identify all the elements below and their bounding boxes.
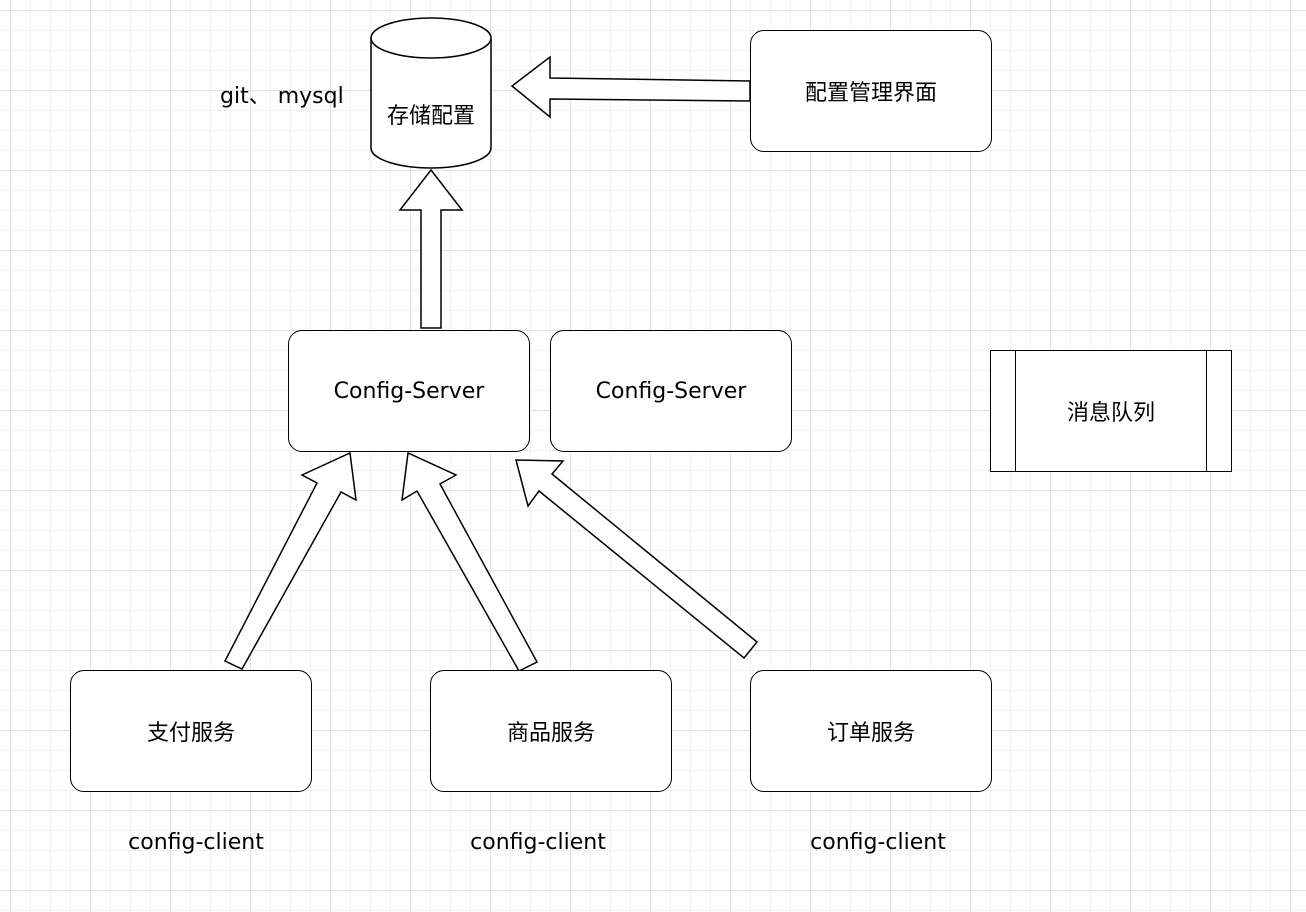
config-server-label: Config-Server (595, 378, 747, 404)
arrow-order-to-server (515, 459, 759, 660)
storage-label: 存储配置 (386, 104, 475, 129)
arrow-pay-to-server (223, 451, 357, 670)
order-service-node: 订单服务 (750, 670, 992, 792)
admin-ui-label: 配置管理界面 (804, 81, 937, 106)
service-role-caption: config-client (128, 830, 264, 855)
message-queue-node: 消息队列 (990, 350, 1232, 472)
service-label: 订单服务 (826, 721, 915, 746)
arrow-admin-to-storage (510, 55, 751, 119)
config-server-label: Config-Server (333, 378, 485, 404)
queue-left-divider (1015, 351, 1016, 471)
goods-service-node: 商品服务 (430, 670, 672, 792)
pay-service-node: 支付服务 (70, 670, 312, 792)
queue-right-divider (1206, 351, 1207, 471)
message-queue-label: 消息队列 (1066, 401, 1155, 426)
config-server-node-2: Config-Server (550, 330, 792, 452)
admin-ui-node: 配置管理界面 (750, 30, 992, 152)
service-role-caption: config-client (470, 830, 606, 855)
storage-cylinder (370, 17, 492, 169)
service-label: 支付服务 (146, 721, 235, 746)
storage-backend-note: git、 mysql (220, 84, 344, 109)
service-label: 商品服务 (506, 721, 595, 746)
arrow-goods-to-server (401, 451, 539, 672)
config-server-node-1: Config-Server (288, 330, 530, 452)
service-role-caption: config-client (810, 830, 946, 855)
arrow-server-to-storage (398, 168, 464, 329)
